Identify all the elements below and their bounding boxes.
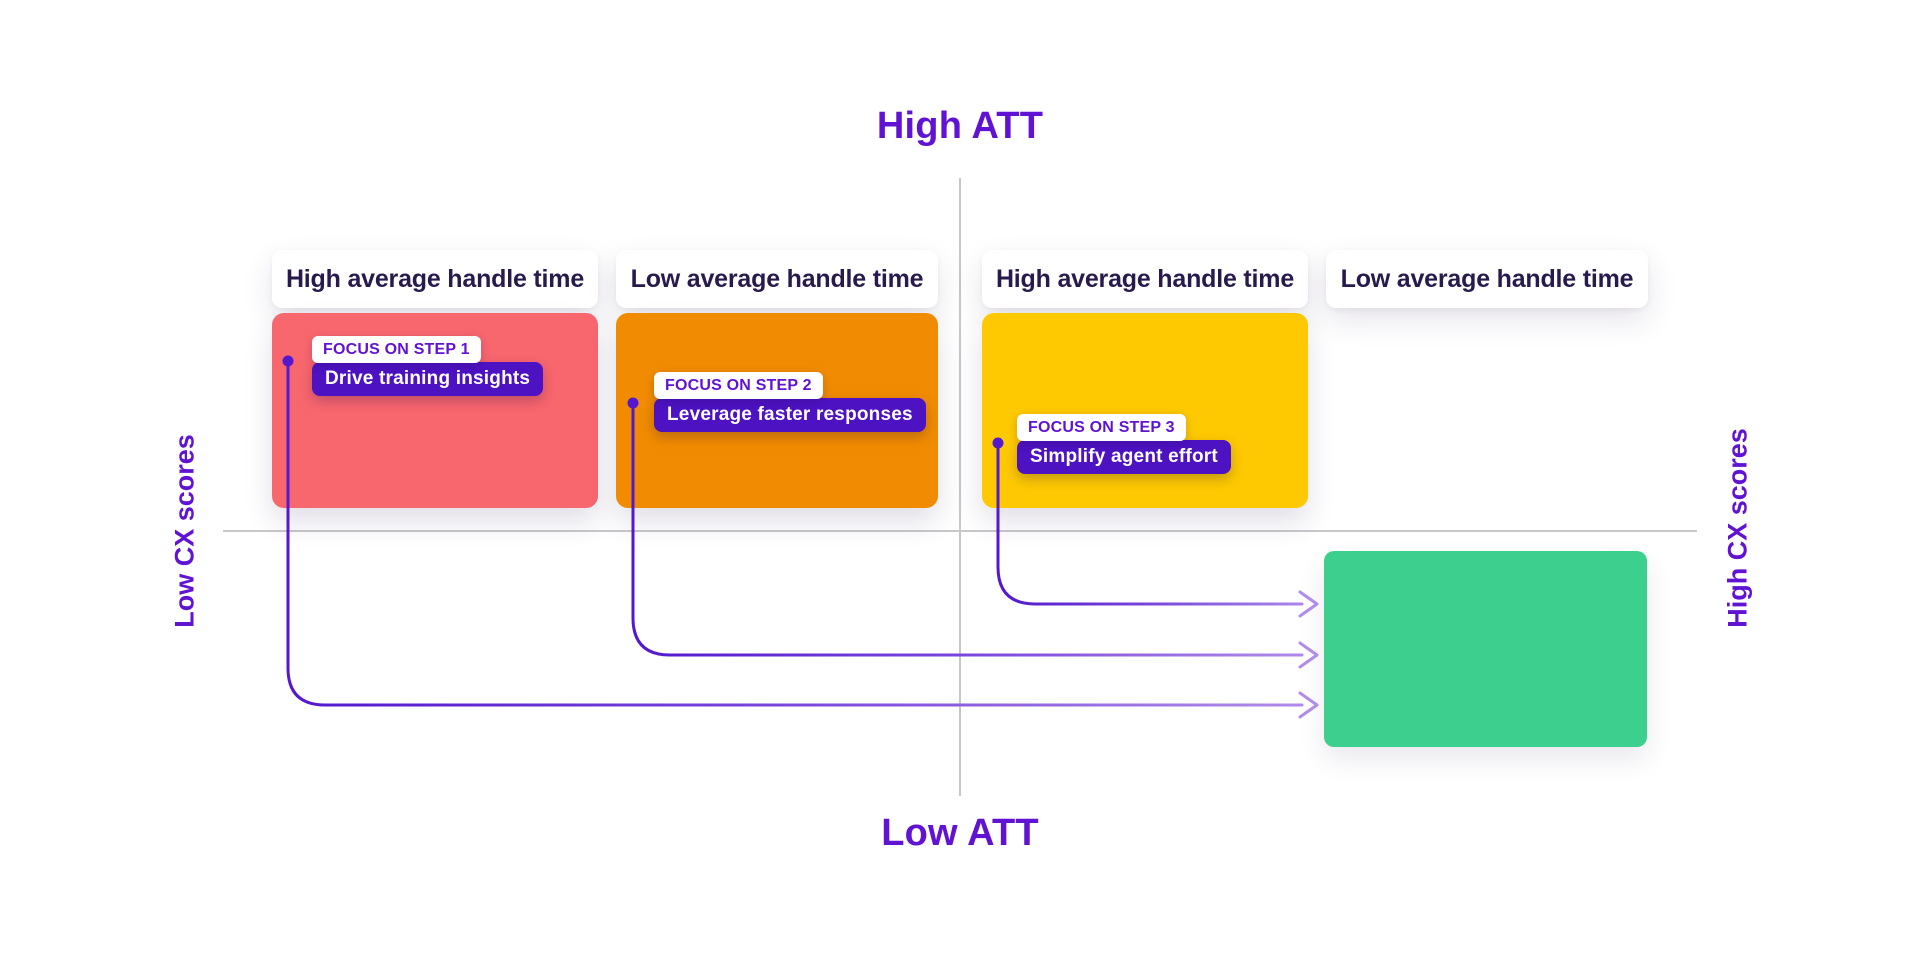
focus-step-1-tag: FOCUS ON STEP 1 bbox=[312, 336, 481, 363]
horizontal-axis-line bbox=[223, 530, 1697, 532]
quadrant-3-box bbox=[982, 313, 1308, 508]
quadrant-card-4: Low average handle time bbox=[1326, 250, 1648, 308]
arrowhead-icon-3 bbox=[1298, 590, 1319, 618]
focus-step-3-action: Simplify agent effort bbox=[1017, 440, 1231, 474]
left-axis-label: Low CX scores bbox=[169, 434, 200, 628]
quadrant-4-header: Low average handle time bbox=[1326, 250, 1648, 308]
top-axis-label: High ATT bbox=[876, 105, 1044, 147]
quadrant-1-header: High average handle time bbox=[272, 250, 598, 308]
focus-step-1-action: Drive training insights bbox=[312, 362, 544, 396]
focus-step-3-badges: FOCUS ON STEP 3 Simplify agent effort bbox=[1017, 414, 1231, 474]
arrowhead-icon-1 bbox=[1298, 691, 1319, 719]
quadrant-3-header: High average handle time bbox=[982, 250, 1308, 308]
arrowhead-icon-2 bbox=[1298, 641, 1319, 669]
vertical-axis-line bbox=[959, 178, 961, 796]
bottom-axis-label: Low ATT bbox=[881, 812, 1039, 854]
focus-step-3-tag: FOCUS ON STEP 3 bbox=[1017, 414, 1186, 441]
focus-step-2-badges: FOCUS ON STEP 2 Leverage faster response… bbox=[654, 372, 926, 432]
focus-step-1-badges: FOCUS ON STEP 1 Drive training insights bbox=[312, 336, 544, 396]
focus-step-2-tag: FOCUS ON STEP 2 bbox=[654, 372, 823, 399]
quadrant-2-header: Low average handle time bbox=[616, 250, 938, 308]
target-outcome-box bbox=[1324, 551, 1647, 747]
focus-step-2-action: Leverage faster responses bbox=[654, 398, 926, 432]
right-axis-label: High CX scores bbox=[1722, 428, 1753, 628]
